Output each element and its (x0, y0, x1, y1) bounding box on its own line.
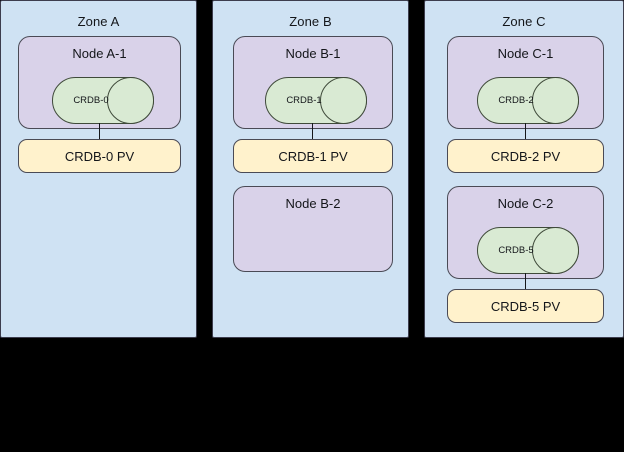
connector-node-c-1-to-pv (525, 123, 526, 141)
connector-node-a-1-to-pv (99, 123, 100, 141)
node-b-2-box[interactable]: Node B-2 (233, 186, 393, 272)
node-b-2-title: Node B-2 (285, 196, 341, 211)
database-cylinder-crdb-1[interactable]: CRDB-1 (265, 77, 367, 124)
zone-c-container[interactable]: Zone C Node C-1 CRDB-2 CRDB-2 PV Node C-… (424, 0, 624, 338)
database-cylinder-crdb-0[interactable]: CRDB-0 (52, 77, 154, 124)
connector-node-b-1-to-pv (312, 123, 313, 141)
node-b-1-box[interactable]: Node B-1 CRDB-1 (233, 36, 393, 129)
node-c-2-title: Node C-2 (497, 196, 554, 211)
pv-crdb-5-label: CRDB-5 PV (490, 298, 561, 314)
database-cylinder-crdb-5[interactable]: CRDB-5 (477, 227, 579, 274)
zone-a-container[interactable]: Zone A Node A-1 CRDB-0 CRDB-0 PV (0, 0, 197, 338)
node-c-1-box[interactable]: Node C-1 CRDB-2 (447, 36, 604, 129)
pv-crdb-5-box[interactable]: CRDB-5 PV (447, 289, 604, 323)
database-cylinder-crdb-2[interactable]: CRDB-2 (477, 77, 579, 124)
node-c-1-title: Node C-1 (497, 46, 554, 61)
node-a-1-box[interactable]: Node A-1 CRDB-0 (18, 36, 181, 129)
node-a-1-title: Node A-1 (72, 46, 127, 61)
zone-a-title: Zone A (77, 14, 120, 29)
zone-c-title: Zone C (502, 14, 546, 29)
node-c-2-box[interactable]: Node C-2 CRDB-5 (447, 186, 604, 279)
pv-crdb-2-label: CRDB-2 PV (490, 148, 561, 164)
node-b-1-title: Node B-1 (285, 46, 341, 61)
pv-crdb-1-label: CRDB-1 PV (278, 148, 348, 164)
pv-crdb-0-box[interactable]: CRDB-0 PV (18, 139, 181, 173)
pv-crdb-1-box[interactable]: CRDB-1 PV (233, 139, 393, 173)
pv-crdb-2-box[interactable]: CRDB-2 PV (447, 139, 604, 173)
zone-b-title: Zone B (289, 14, 332, 29)
connector-node-c-2-to-pv (525, 273, 526, 291)
zone-b-container[interactable]: Zone B Node B-1 CRDB-1 CRDB-1 PV Node B-… (212, 0, 409, 338)
pv-crdb-0-label: CRDB-0 PV (64, 148, 135, 164)
